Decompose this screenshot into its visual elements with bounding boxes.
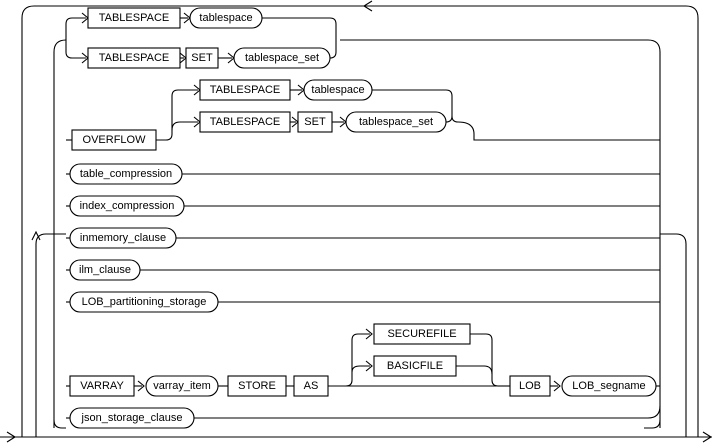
param-pill: [345, 111, 447, 133]
connector-lines: [0, 5, 712, 438]
param-varray-item: varray_item: [153, 380, 210, 392]
keyword-box: [199, 111, 291, 133]
keyword-overflow: OVERFLOW: [83, 134, 147, 146]
keyword-box: [373, 323, 471, 345]
param-pill: [69, 291, 219, 313]
param-pill: [145, 375, 219, 397]
keyword-tablespace-4: TABLESPACE: [210, 116, 281, 128]
param-lob-partitioning-storage: LOB_partitioning_storage: [82, 296, 207, 308]
keyword-box: [71, 129, 157, 151]
param-pill: [561, 375, 657, 397]
param-pill: [69, 407, 195, 429]
keyword-box: [87, 7, 181, 29]
keyword-securefile: SECUREFILE: [387, 328, 456, 340]
param-pill: [189, 7, 263, 29]
keyword-box: [87, 47, 181, 69]
param-tablespace-1: tablespace: [199, 12, 252, 24]
keyword-box: [373, 355, 457, 377]
keyword-box: [293, 375, 329, 397]
keyword-as: AS: [304, 380, 319, 392]
keyword-box: [297, 111, 333, 133]
keyword-box: [69, 375, 135, 397]
param-pill: [69, 195, 185, 217]
keyword-box: [199, 79, 291, 101]
keyword-basicfile: BASICFILE: [387, 360, 443, 372]
keyword-lob: LOB: [519, 380, 541, 392]
param-table-compression: table_compression: [80, 168, 172, 180]
param-pill: [69, 163, 183, 185]
keyword-store: STORE: [238, 380, 276, 392]
param-index-compression: index_compression: [80, 200, 175, 212]
keyword-tablespace-2: TABLESPACE: [99, 52, 170, 64]
keyword-tablespace-3: TABLESPACE: [210, 84, 281, 96]
param-ilm-clause: ilm_clause: [79, 264, 131, 276]
keyword-set-2: SET: [304, 116, 326, 128]
param-pill: [69, 259, 141, 281]
keyword-box: [227, 375, 287, 397]
param-inmemory-clause: inmemory_clause: [80, 232, 166, 244]
keyword-tablespace-1: TABLESPACE: [99, 12, 170, 24]
keyword-box: [185, 47, 219, 69]
keyword-varray: VARRAY: [80, 380, 124, 392]
keyword-set-1: SET: [191, 52, 213, 64]
param-tablespace-set-1: tablespace_set: [245, 52, 319, 64]
param-pill: [233, 47, 331, 69]
param-pill: [303, 79, 373, 101]
param-tablespace-set-2: tablespace_set: [359, 116, 433, 128]
param-json-storage-clause: json_storage_clause: [81, 412, 183, 424]
param-pill: [69, 227, 177, 249]
param-tablespace-2: tablespace: [311, 84, 364, 96]
keyword-box: [509, 375, 551, 397]
param-lob-segname: LOB_segname: [572, 380, 645, 392]
